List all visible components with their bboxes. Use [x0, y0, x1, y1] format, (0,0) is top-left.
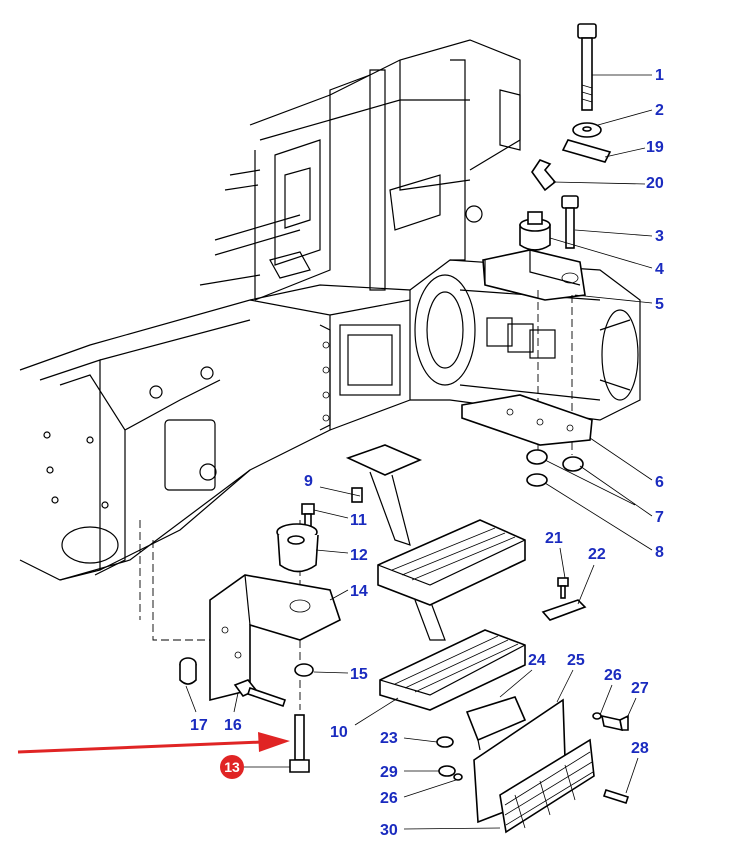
bracket-24 — [465, 696, 527, 751]
callout-9: 9 — [304, 473, 313, 490]
callout-8: 8 — [655, 544, 664, 561]
mount-12 — [276, 523, 319, 573]
rubber-strip-19 — [561, 139, 612, 163]
nut-23 — [436, 736, 454, 748]
plate-6 — [461, 394, 593, 446]
callout-17: 17 — [190, 717, 208, 734]
callout-14: 14 — [350, 583, 368, 600]
callout-24: 24 — [528, 652, 546, 669]
callout-3: 3 — [655, 228, 664, 245]
callout-1: 1 — [655, 67, 664, 84]
step-10-lower — [379, 629, 526, 711]
mount-bushing-4 — [519, 211, 551, 251]
callout-22: 22 — [588, 546, 606, 563]
highlight-arrow — [17, 732, 290, 754]
mount-bracket-5 — [482, 249, 586, 301]
callout-26-left: 26 — [380, 790, 398, 807]
callout-6: 6 — [655, 474, 664, 491]
callout-20: 20 — [646, 175, 664, 192]
callout-23: 23 — [380, 730, 398, 747]
callout-30: 30 — [380, 822, 398, 839]
screw-21 — [557, 577, 569, 599]
step-support-arm — [345, 444, 446, 641]
spacer-17 — [179, 657, 197, 685]
callout-5: 5 — [655, 296, 664, 313]
washer-26-upper — [592, 712, 602, 720]
callout-27: 27 — [631, 680, 649, 697]
nuts-7 — [526, 449, 584, 472]
callout-19: 19 — [646, 139, 664, 156]
callout-labels: 1 2 19 20 3 4 5 6 7 8 9 11 12 14 15 21 2… — [190, 67, 664, 839]
bolt-3 — [561, 195, 579, 249]
nut-29 — [438, 765, 456, 777]
callout-25: 25 — [567, 652, 585, 669]
cab-frame — [199, 39, 521, 301]
plate-22 — [541, 599, 587, 621]
callout-21: 21 — [545, 530, 563, 547]
washer-26-lower — [453, 773, 463, 781]
callout-16: 16 — [224, 717, 242, 734]
callout-15: 15 — [350, 666, 368, 683]
transmission-housing — [19, 284, 411, 581]
leader-lines — [185, 74, 653, 830]
callout-28: 28 — [631, 740, 649, 757]
step-10-upper — [377, 519, 526, 606]
callout-7: 7 — [655, 509, 664, 526]
washer-8 — [526, 473, 548, 487]
screw-28 — [602, 788, 630, 805]
clip-20 — [531, 159, 557, 192]
grille-30 — [499, 738, 595, 834]
screw-27 — [600, 714, 629, 732]
callout-12: 12 — [350, 547, 368, 564]
callout-26-right: 26 — [604, 667, 622, 684]
washer-2 — [572, 122, 602, 138]
bolt-1 — [577, 23, 597, 111]
callout-4: 4 — [655, 261, 664, 278]
nut-15 — [294, 663, 314, 677]
callout-29: 29 — [380, 764, 398, 781]
bolt-13 — [289, 714, 310, 773]
highlight-badge-13: 13 — [220, 755, 290, 779]
bracket-14 — [209, 574, 341, 702]
highlighted-part-label: 13 — [224, 759, 240, 775]
callout-2: 2 — [655, 102, 664, 119]
callout-10: 10 — [330, 724, 348, 741]
callout-11: 11 — [350, 512, 367, 529]
bolt-16 — [233, 679, 287, 708]
